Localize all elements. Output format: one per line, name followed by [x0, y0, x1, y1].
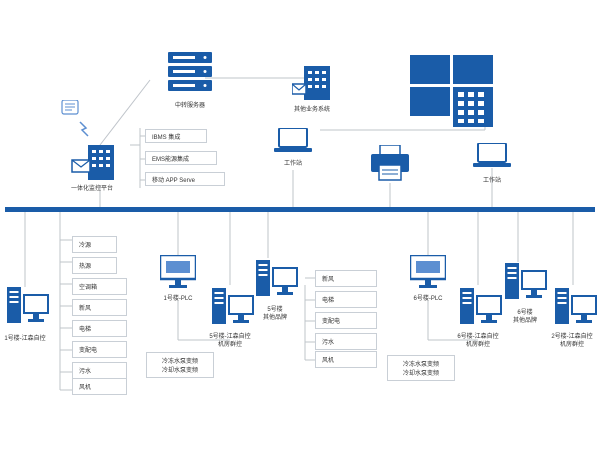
tower-pc-icon: [256, 260, 298, 296]
node-building5-label-line2: 机房群控: [217, 342, 243, 348]
list-item: 冷源: [72, 236, 117, 253]
node-building1-label: 1号楼-江森自控: [4, 336, 46, 342]
printer-icon: [371, 144, 409, 181]
list-item: 变配电: [315, 312, 377, 329]
video-wall-icon: [410, 55, 493, 127]
list-item: 电梯: [315, 291, 377, 308]
integration-item-ems: EMS能源集成: [145, 151, 217, 165]
workstation-left: [274, 127, 312, 159]
plc1-note-line2: 冷却水泵变频: [161, 368, 198, 374]
list-item: 新风: [315, 270, 377, 287]
integrated-platform: [60, 99, 120, 185]
node-building6-label-line1: 6号楼-江森自控: [457, 334, 499, 340]
list-item: 空调箱: [72, 278, 127, 295]
list-item: 风机: [315, 351, 377, 368]
list-item: 污水: [315, 333, 377, 350]
node-building5-other-line2: 其他品牌: [262, 315, 288, 321]
other-systems-label: 其他业务系统: [293, 107, 331, 113]
relay-server-label: 中转服务器: [174, 103, 206, 109]
plc-building1-label: 1号楼-PLC: [163, 296, 193, 302]
plc-building6-label: 6号楼-PLC: [413, 296, 443, 302]
node-building6-other-line2: 其他品牌: [512, 318, 538, 324]
building-icon: [291, 66, 330, 100]
node-building5-label-line1: 5号楼-江森自控: [209, 334, 251, 340]
node-building6: [460, 288, 502, 333]
video-wall: [410, 55, 494, 134]
list-item: 热源: [72, 257, 117, 274]
node-building6-other-line1: 6号楼: [517, 310, 533, 316]
printer: [371, 144, 409, 186]
node-building5-other: [256, 260, 298, 305]
plc1-note-line1: 冷冻水泵变频: [161, 359, 198, 365]
tower-pc-icon: [505, 263, 547, 299]
plc1-note: 冷冻水泵变频 冷却水泵变频: [146, 352, 214, 378]
integration-item-mobile-app: 移动 APP Serve: [145, 172, 225, 186]
list-item: 电梯: [72, 320, 127, 337]
tower-pc-icon: [460, 288, 502, 324]
tower-pc-icon: [7, 287, 49, 323]
integrated-platform-label: 一体化监控平台: [70, 186, 114, 192]
list-item: 新风: [72, 299, 127, 316]
plc6-note: 冷冻水泵变频 冷却水泵变频: [387, 355, 455, 381]
other-systems: [291, 66, 332, 105]
list-item: 污水: [72, 362, 127, 379]
workstation-icon: [274, 127, 312, 152]
workstation-icon: [473, 142, 511, 167]
workstation-right-label: 工作站: [482, 178, 502, 184]
plc6-note-line2: 冷却水泵变频: [402, 371, 439, 377]
workstation-left-label: 工作站: [283, 161, 303, 167]
node-building2-label-line1: 2号楼-江森自控: [551, 334, 593, 340]
node-building6-label-line2: 机房群控: [465, 342, 491, 348]
plc-building6: [408, 253, 448, 294]
server-icon: [168, 52, 212, 91]
monitor-icon: [158, 253, 198, 288]
tablet-icon: [61, 99, 114, 181]
node-building2: [555, 288, 597, 333]
monitor-icon: [408, 253, 448, 288]
node-building5: [212, 288, 254, 333]
tower-pc-icon: [555, 288, 597, 324]
tower-pc-icon: [212, 288, 254, 324]
integration-item-ibms: IBMS 集成: [145, 129, 207, 143]
list-item: 变配电: [72, 341, 127, 358]
node-building5-other-line1: 5号楼: [267, 307, 283, 313]
relay-server: [168, 52, 212, 97]
plc-building1: [158, 253, 198, 294]
node-building6-other: [505, 263, 547, 308]
list-item: 风机: [72, 378, 127, 395]
plc6-note-line1: 冷冻水泵变频: [402, 362, 439, 368]
node-building2-label-line2: 机房群控: [559, 342, 585, 348]
node-building1: [7, 287, 49, 332]
workstation-right: [473, 142, 511, 174]
